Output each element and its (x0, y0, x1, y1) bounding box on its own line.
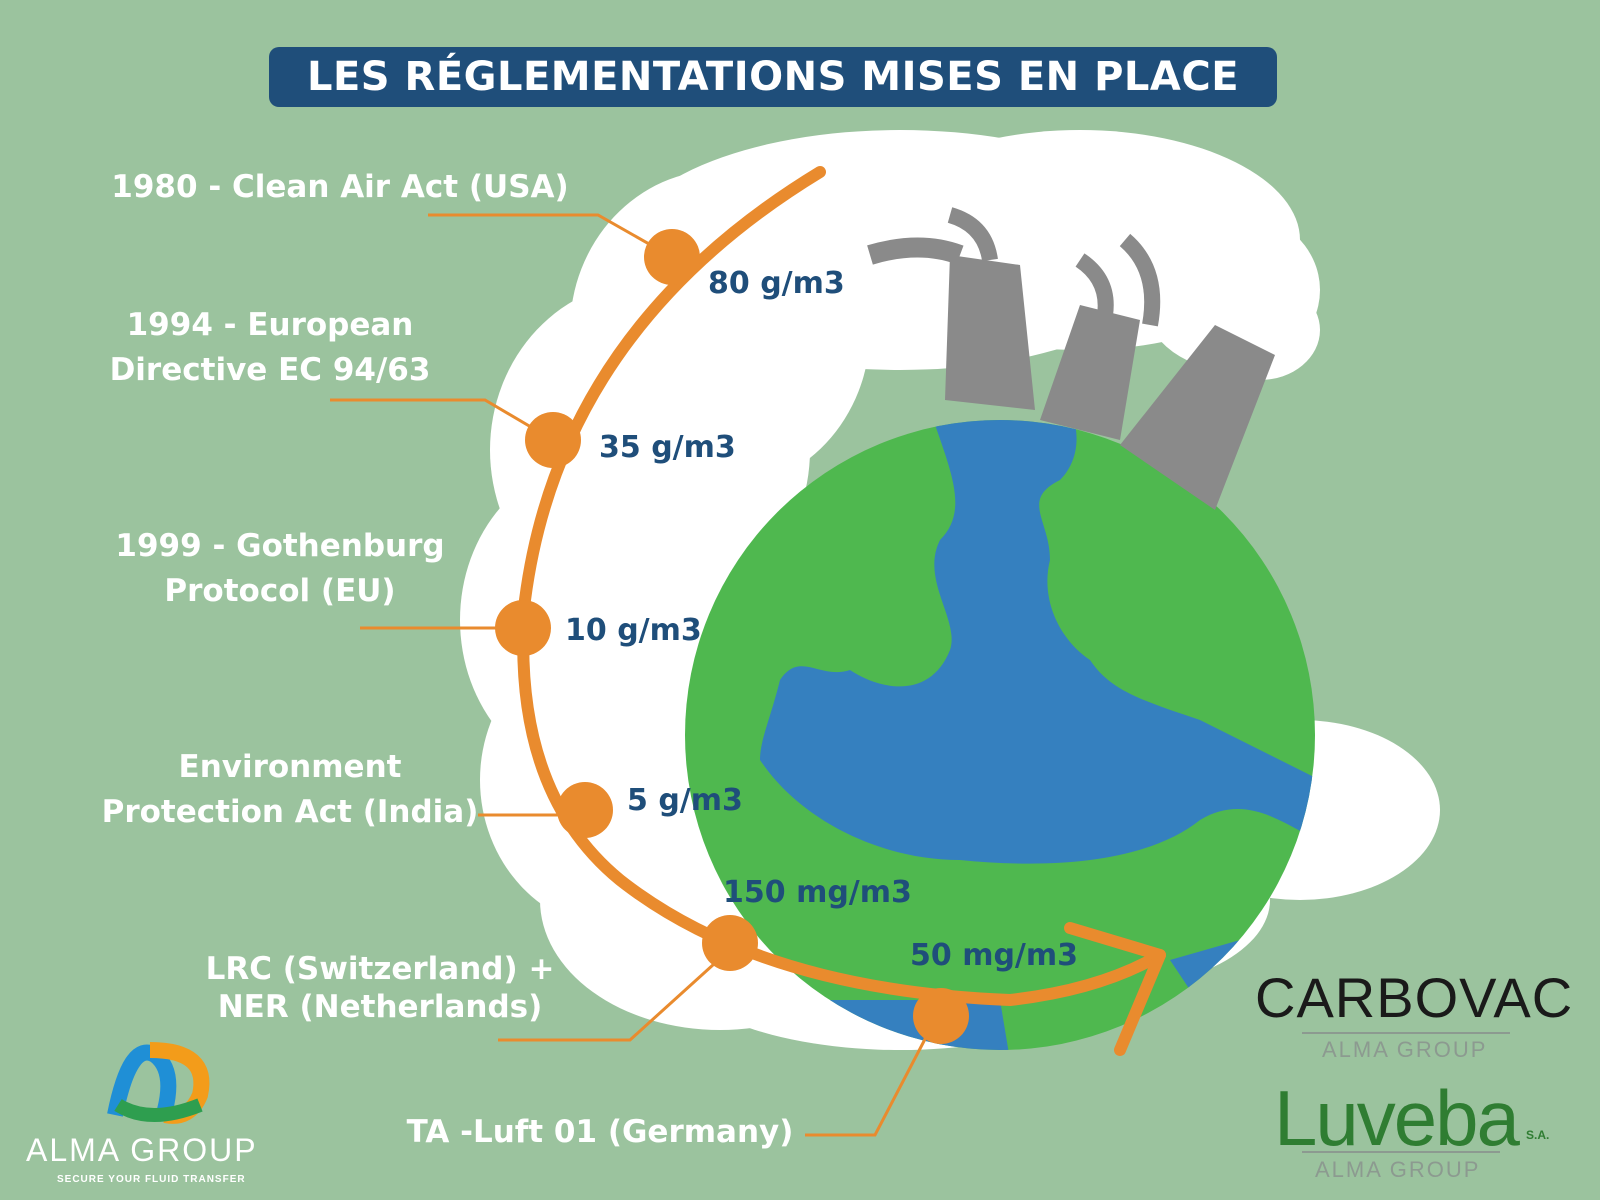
timeline-node-1999 (495, 600, 551, 656)
regulation-label-line: TA -Luft 01 (Germany) (406, 1114, 794, 1150)
ocean (760, 420, 1315, 864)
regulation-label-1999: 1999 - Gothenburg Protocol (EU) (100, 524, 460, 614)
alma-group-logo-text: ALMA GROUP (26, 1132, 258, 1168)
regulation-label-line: 1999 - Gothenburg (115, 528, 445, 564)
regulation-label-line: NER (Netherlands) (217, 989, 543, 1025)
timeline-arc (517, 166, 1166, 1056)
regulation-label-lrc-ner: LRC (Switzerland) + NER (Netherlands) (190, 950, 570, 1026)
regulation-label-1994: 1994 - European Directive EC 94/63 (95, 303, 445, 393)
luveba-logo: Luveba (1274, 1074, 1520, 1162)
regulation-label-line: Protection Act (India) (101, 794, 479, 830)
timeline-node-ta-luft (913, 988, 969, 1044)
regulation-label-1980: 1980 - Clean Air Act (USA) (105, 165, 575, 210)
timeline-node-india (557, 782, 613, 838)
regulation-label-line: Environment (178, 749, 402, 785)
carbovac-logo: CARBOVAC (1255, 966, 1574, 1029)
alma-group-tagline: SECURE YOUR FLUID TRANSFER (57, 1174, 246, 1185)
factory-chimneys (867, 207, 1275, 510)
regulation-label-india: Environment Protection Act (India) (95, 745, 485, 835)
timeline-node-1994 (525, 412, 581, 468)
limit-value-india: 5 g/m3 (627, 783, 743, 818)
regulation-label-ta-luft: TA -Luft 01 (Germany) (405, 1110, 795, 1155)
regulation-label-line: 1980 - Clean Air Act (USA) (111, 169, 569, 205)
page-title-banner: LES RÉGLEMENTATIONS MISES EN PLACE (269, 47, 1277, 107)
limit-value-1999: 10 g/m3 (565, 613, 702, 648)
timeline-nodes (495, 229, 969, 1044)
regulation-label-line: Protocol (EU) (164, 573, 396, 609)
limit-value-1980: 80 g/m3 (708, 266, 845, 301)
carbovac-group-label: ALMA GROUP (1322, 1037, 1488, 1062)
regulation-label-line: Directive EC 94/63 (109, 352, 431, 388)
page-title: LES RÉGLEMENTATIONS MISES EN PLACE (306, 54, 1240, 100)
limit-value-1994: 35 g/m3 (599, 430, 736, 465)
regulation-label-line: LRC (Switzerland) + (205, 951, 555, 987)
limit-value-lrc-ner: 150 mg/m3 (723, 875, 912, 910)
limit-value-ta-luft: 50 mg/m3 (910, 938, 1079, 973)
luveba-suffix: S.A. (1526, 1128, 1550, 1142)
timeline-node-1980 (644, 229, 700, 285)
luveba-group-label: ALMA GROUP (1315, 1157, 1481, 1182)
timeline-node-lrc-ner (702, 915, 758, 971)
regulation-label-line: 1994 - European (126, 307, 414, 343)
alma-group-logo-mark (107, 1042, 210, 1124)
